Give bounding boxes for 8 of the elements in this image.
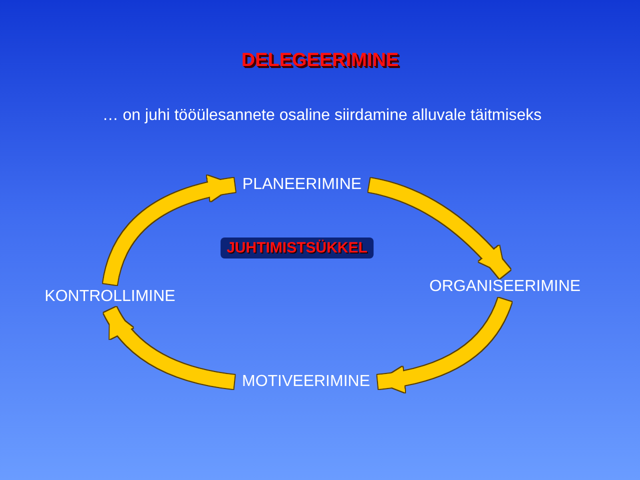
stage-label: PLANEERIMINE [234,172,370,198]
stage-label: ORGANISEERIMINE [421,274,589,300]
curved-arrow [104,306,235,389]
title: DELEGEERIMINE [241,50,399,72]
definition-text: … on juhi tööülesannete osaline siirdamine alluvale täitmiseks [102,107,542,125]
stage-label: KONTROLLIMINE [36,284,184,310]
cycle-label: JUHTIMISTSÜKKEL [220,238,374,258]
stage-label: MOTIVEERIMINE [234,369,378,395]
